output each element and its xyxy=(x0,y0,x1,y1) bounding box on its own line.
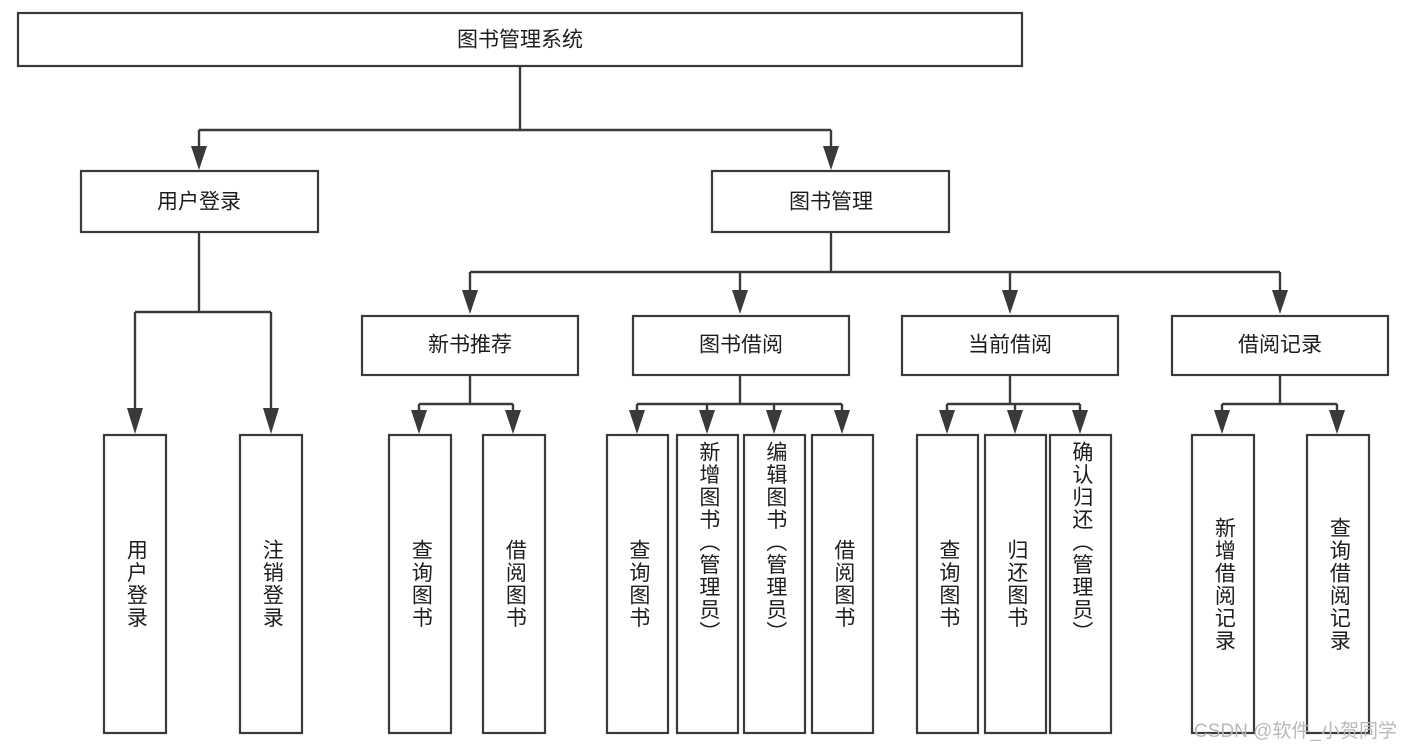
node-user-login-box[interactable] xyxy=(79,169,320,234)
arrow-head-borrow-record xyxy=(1272,290,1288,314)
node-borrow-record[interactable]: 借阅记录 xyxy=(1170,314,1390,377)
arrow-head-leaf-query-record xyxy=(1329,410,1345,434)
node-book-management-label: 图书管理 xyxy=(789,191,873,214)
leaf-box-query-book-a[interactable] xyxy=(387,433,453,735)
leaf-box-return-book[interactable] xyxy=(983,433,1048,735)
node-root-system-label: 图书管理系统 xyxy=(457,29,583,52)
node-book-borrow[interactable]: 图书借阅 xyxy=(631,314,851,377)
node-root-system-box[interactable] xyxy=(16,11,1024,68)
connector-group-current-borrow-to-leaves xyxy=(939,375,1088,434)
csdn-watermark: CSDN @软件_小贺同学 xyxy=(1194,721,1397,742)
leaf-box-query-book-b[interactable] xyxy=(605,433,670,735)
arrow-head-leaf-query-book-b xyxy=(629,410,645,434)
node-book-borrow-label: 图书借阅 xyxy=(699,334,783,357)
leaf-box-edit-book[interactable] xyxy=(742,433,807,735)
leaf-box-query-borrow-record[interactable] xyxy=(1305,433,1371,735)
arrow-head-leaf-add-record xyxy=(1214,410,1230,434)
connector-group-book-borrow-to-leaves xyxy=(629,375,850,434)
connector-group-root-to-level2 xyxy=(191,66,839,170)
node-new-book-recommend[interactable]: 新书推荐 xyxy=(360,314,580,377)
node-book-management-box[interactable] xyxy=(710,169,951,234)
arrow-head-leaf-user-login xyxy=(127,408,143,434)
connector-group-book-mgmt-to-level3 xyxy=(462,233,1288,314)
node-root-system[interactable]: 图书管理系统 xyxy=(16,11,1024,68)
arrow-head-leaf-borrow-book-a xyxy=(505,410,521,434)
leaf-box-add-book[interactable] xyxy=(675,433,740,735)
arrow-head-new-book-recommend xyxy=(462,290,478,314)
node-user-login-label: 用户登录 xyxy=(157,191,241,214)
arrow-head-leaf-query-book-c xyxy=(939,410,955,434)
node-borrow-record-label: 借阅记录 xyxy=(1238,334,1322,357)
connector-group-new-book-to-leaves xyxy=(411,375,521,434)
leaf-box-user-login[interactable] xyxy=(102,433,168,735)
arrow-head-leaf-confirm-return xyxy=(1072,410,1088,434)
leaf-box-borrow-book-b[interactable] xyxy=(810,433,875,735)
leaf-box-borrow-book-a[interactable] xyxy=(481,433,547,735)
arrow-head-book-borrow xyxy=(732,290,748,314)
arrow-head-leaf-logout-login xyxy=(263,408,279,434)
node-new-book-recommend-box[interactable] xyxy=(360,314,580,377)
node-new-book-recommend-label: 新书推荐 xyxy=(428,334,512,357)
node-borrow-record-box[interactable] xyxy=(1170,314,1390,377)
connector-group-user-login-to-leaves xyxy=(127,233,279,434)
node-book-borrow-box[interactable] xyxy=(631,314,851,377)
node-user-login[interactable]: 用户登录 xyxy=(79,169,320,234)
node-current-borrow[interactable]: 当前借阅 xyxy=(900,314,1120,377)
node-current-borrow-box[interactable] xyxy=(900,314,1120,377)
connector-group-borrow-record-to-leaves xyxy=(1214,375,1345,434)
node-book-management[interactable]: 图书管理 xyxy=(710,169,951,234)
arrow-head-leaf-edit-book xyxy=(766,410,782,434)
arrow-head-leaf-borrow-book-b xyxy=(834,410,850,434)
arrow-head-leaf-add-book xyxy=(699,410,715,434)
arrow-head-leaf-query-book-a xyxy=(411,410,427,434)
leaf-box-add-borrow-record[interactable] xyxy=(1190,433,1256,735)
arrow-head-book-mgmt xyxy=(823,146,839,170)
leaf-box-confirm-return[interactable] xyxy=(1048,433,1113,735)
arrow-head-leaf-return-book xyxy=(1007,410,1023,434)
leaf-box-logout-login[interactable] xyxy=(238,433,304,735)
arrow-head-user-login xyxy=(191,146,207,170)
arrow-head-current-borrow xyxy=(1002,290,1018,314)
node-current-borrow-label: 当前借阅 xyxy=(968,334,1052,357)
leaf-box-query-book-c[interactable] xyxy=(915,433,980,735)
